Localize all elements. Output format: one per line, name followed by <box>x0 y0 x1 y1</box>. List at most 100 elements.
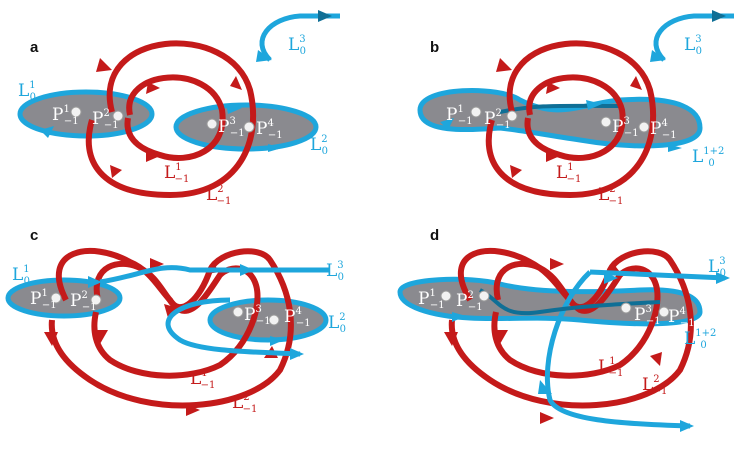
point-p2 <box>506 110 518 122</box>
blue-arrow <box>440 118 454 130</box>
blue-arrow <box>318 10 332 22</box>
red-arrow <box>494 330 508 344</box>
red-loop-outer <box>485 40 657 199</box>
point-p1 <box>440 290 452 302</box>
label-point: P3−1 <box>612 116 639 139</box>
red-arrow <box>164 304 178 318</box>
blue-strand <box>544 269 726 429</box>
point-p3 <box>620 302 632 314</box>
label-point: P1−1 <box>30 288 57 311</box>
blue-arrow <box>650 50 666 62</box>
blue-arrow <box>40 126 54 138</box>
blue-arrow <box>712 10 726 22</box>
label-red: L1−1 <box>556 162 581 185</box>
blue-arrow <box>668 144 682 152</box>
point-p4 <box>638 121 650 133</box>
point-p2 <box>112 110 124 122</box>
blue-arrow <box>586 100 602 110</box>
blue-arrow <box>680 420 694 432</box>
red-arrow <box>150 258 164 270</box>
panel-c-letter: c <box>30 227 38 244</box>
blue-arrow <box>604 272 618 284</box>
blue-arrow <box>716 272 730 284</box>
label-point: P3−1 <box>218 116 245 139</box>
red-loop-outer <box>85 40 257 199</box>
label-point: P3−1 <box>244 304 271 327</box>
red-arrow <box>44 332 58 346</box>
red-arrow <box>496 58 512 72</box>
disk-merged <box>417 88 703 149</box>
label-point: P4−1 <box>256 118 283 141</box>
blue-arrow <box>290 348 304 360</box>
point-p3 <box>232 306 244 318</box>
blue-arrow <box>270 336 284 346</box>
label-red: L2−1 <box>598 184 623 207</box>
blue-arrow <box>452 312 466 322</box>
point-p4 <box>268 314 280 326</box>
label-point: P2−1 <box>456 290 483 313</box>
blue-arrow <box>538 380 552 394</box>
panel-d-letter: d <box>430 227 439 244</box>
label-point: P4−1 <box>284 306 311 329</box>
red-arrow <box>630 76 642 90</box>
blue-strand <box>99 265 330 285</box>
red-arrow <box>110 165 122 178</box>
label-point: P2−1 <box>70 290 97 313</box>
label-point: P2−1 <box>484 108 511 131</box>
label-point: P1−1 <box>418 288 445 311</box>
label-red: L2−1 <box>232 392 257 415</box>
panel-a-letter: a <box>30 39 39 56</box>
label-point: P1−1 <box>446 104 473 127</box>
point-p1 <box>50 292 62 304</box>
label-point: P4−1 <box>650 118 677 141</box>
red-arrow <box>230 76 242 90</box>
red-arrow <box>444 332 458 346</box>
label-point: P2−1 <box>92 108 119 131</box>
red-arrow <box>546 150 560 162</box>
point-p3 <box>206 118 218 130</box>
label-point: P1−1 <box>52 104 79 127</box>
point-p2 <box>478 290 490 302</box>
blue-strand <box>165 297 301 357</box>
blue-arrow <box>256 50 272 62</box>
label-red: L1−1 <box>598 356 623 379</box>
blue-arrow <box>226 104 242 114</box>
label-point: P3−1 <box>634 304 661 327</box>
red-arrow <box>146 82 160 94</box>
red-loop-inner <box>124 74 226 161</box>
red-arrow <box>650 352 662 366</box>
label-red: L1−1 <box>190 368 215 391</box>
point-p1 <box>70 106 82 118</box>
label-red: L2−1 <box>642 374 667 397</box>
point-p1 <box>470 106 482 118</box>
red-loop-inner <box>524 74 626 161</box>
red-arrow <box>510 165 522 178</box>
point-p4 <box>658 306 670 318</box>
blue-arrow <box>88 276 102 288</box>
red-arrow <box>94 330 108 344</box>
blue-hook <box>259 13 340 62</box>
red-arrow <box>186 404 200 416</box>
blue-arrow <box>268 144 282 152</box>
blue-hook <box>653 13 734 62</box>
red-arrow <box>96 58 112 72</box>
point-p3 <box>600 116 612 128</box>
point-p4 <box>243 121 255 133</box>
panel-b-letter: b <box>430 39 439 56</box>
point-p2 <box>90 294 102 306</box>
